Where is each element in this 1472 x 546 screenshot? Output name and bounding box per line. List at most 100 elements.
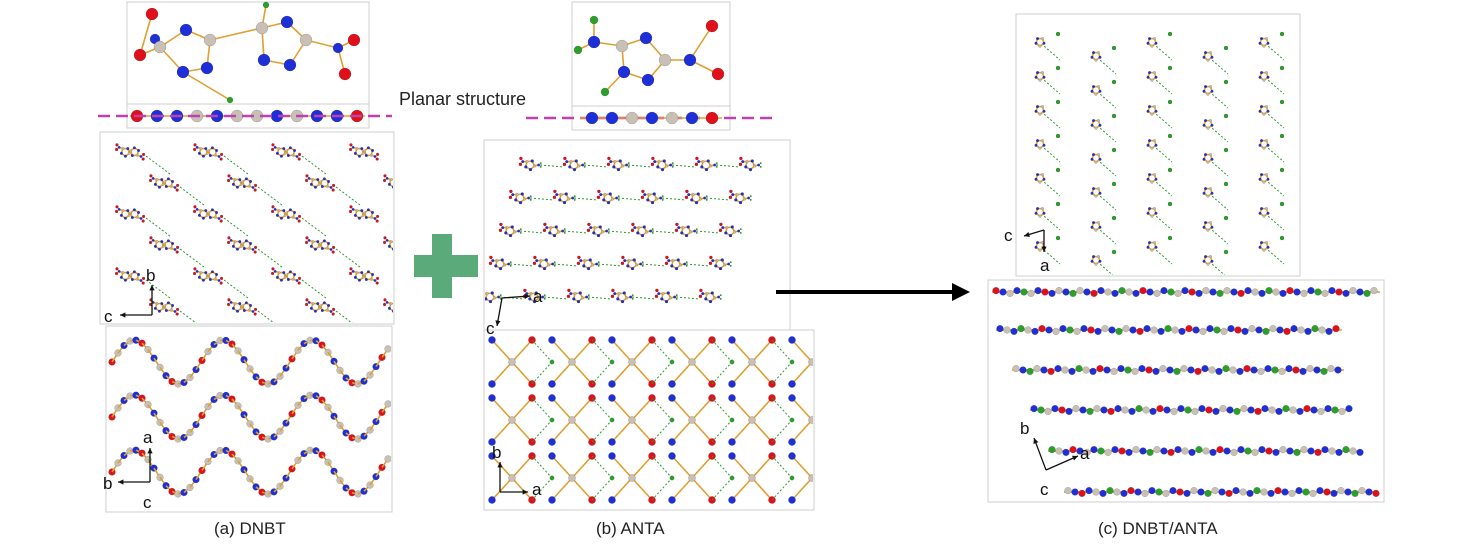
atom	[596, 233, 601, 238]
atom	[552, 195, 557, 200]
atom	[242, 184, 246, 189]
atom	[1286, 447, 1294, 455]
atom	[687, 192, 691, 197]
atom	[1210, 55, 1214, 59]
atom	[391, 247, 393, 251]
atom	[1047, 367, 1055, 376]
atom	[1091, 221, 1096, 225]
atom	[331, 307, 336, 312]
atom	[166, 239, 170, 243]
atom	[1203, 255, 1208, 259]
atom	[253, 250, 257, 254]
atom	[607, 156, 611, 161]
atom	[297, 157, 301, 161]
atom	[728, 233, 733, 238]
atom	[1271, 366, 1279, 374]
atom	[219, 219, 223, 223]
atom	[391, 309, 393, 313]
atom	[1148, 486, 1156, 495]
hydrogen-bond	[335, 186, 361, 206]
atom	[1266, 245, 1270, 249]
atom	[130, 277, 134, 282]
bond	[240, 243, 244, 247]
atom	[808, 358, 813, 366]
atom	[349, 205, 353, 209]
atom	[353, 213, 357, 217]
atom	[1278, 367, 1286, 376]
atom	[160, 177, 164, 182]
atom	[193, 205, 197, 209]
atom	[671, 162, 674, 165]
atom	[305, 174, 309, 178]
atom	[226, 240, 231, 245]
atom	[405, 304, 408, 307]
atom	[1216, 289, 1224, 298]
atom	[197, 213, 201, 217]
atom	[1086, 407, 1094, 416]
atom	[214, 148, 219, 153]
axis-label-b: b	[1020, 419, 1029, 438]
atom	[548, 380, 556, 388]
atom	[1096, 153, 1101, 157]
atom	[251, 248, 255, 252]
atom	[1300, 445, 1308, 454]
hydrogen-bond	[145, 279, 171, 299]
atom	[789, 359, 795, 365]
atom	[149, 174, 153, 178]
atom	[195, 207, 199, 211]
atom	[410, 313, 413, 316]
atom	[693, 229, 697, 233]
atom	[685, 189, 689, 194]
atom	[1344, 488, 1352, 496]
atom	[1226, 406, 1234, 414]
atom	[297, 152, 302, 157]
atom	[397, 305, 400, 308]
atom	[1038, 78, 1042, 82]
atom	[1042, 41, 1046, 45]
atom	[279, 278, 284, 282]
atom	[554, 225, 558, 229]
atom	[141, 152, 146, 157]
atom	[728, 394, 736, 402]
atom	[1111, 249, 1117, 255]
atom	[370, 210, 375, 215]
hydrogen-bond	[531, 477, 553, 501]
atom	[375, 152, 380, 157]
atom	[1283, 327, 1291, 336]
atom	[1147, 139, 1152, 143]
hydrogen-bond	[832, 340, 852, 362]
axes-c-bottom	[1033, 437, 1079, 471]
atom	[1142, 406, 1150, 414]
atom	[646, 198, 650, 202]
atom	[283, 58, 297, 72]
bond	[128, 274, 132, 278]
atom	[151, 176, 155, 180]
atom	[1038, 112, 1042, 116]
atom	[1205, 406, 1213, 414]
atom	[600, 87, 610, 97]
atom	[164, 308, 168, 313]
atom	[1035, 105, 1040, 109]
atom	[141, 281, 145, 285]
atom	[528, 167, 533, 172]
atom	[1107, 407, 1115, 416]
atom	[360, 208, 364, 213]
atom	[1048, 445, 1056, 454]
atom	[740, 192, 744, 196]
atom	[204, 270, 208, 275]
atom	[1091, 255, 1096, 259]
cocrystal-top	[1034, 31, 1285, 275]
atom	[1128, 407, 1136, 416]
atom	[1297, 326, 1305, 334]
atom	[715, 165, 718, 168]
hydrogen-bond	[529, 197, 555, 201]
atom	[739, 228, 742, 231]
hydrogen-bond	[301, 279, 327, 299]
atom	[1335, 288, 1343, 296]
atom	[391, 185, 393, 189]
atom	[153, 244, 157, 248]
atom	[262, 1, 270, 9]
arrow-head	[524, 293, 530, 299]
atom	[1215, 367, 1223, 376]
atom	[1131, 367, 1139, 376]
